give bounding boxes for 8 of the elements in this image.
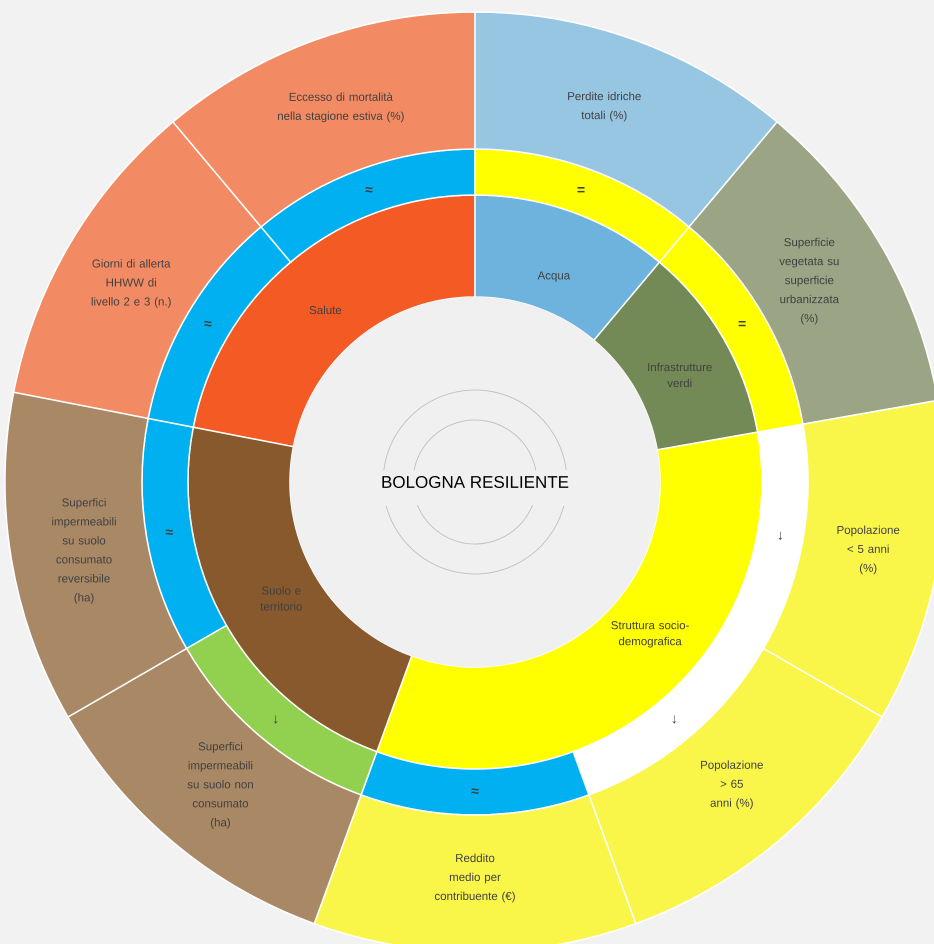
category-segment: Acqua — [474, 194, 660, 342]
trend-segment: = — [474, 148, 690, 263]
trend-segment: ≈ — [260, 148, 476, 263]
trend-segment: ≈ — [141, 418, 228, 650]
trend-segment: ≈ — [360, 750, 590, 816]
indicator-segment: Reddito medio per contribuente (€) — [314, 794, 636, 944]
node-label: Reddito medio per contribuente (€) — [434, 854, 515, 902]
node-label: Popolazione < 5 anni (%) — [837, 526, 900, 574]
